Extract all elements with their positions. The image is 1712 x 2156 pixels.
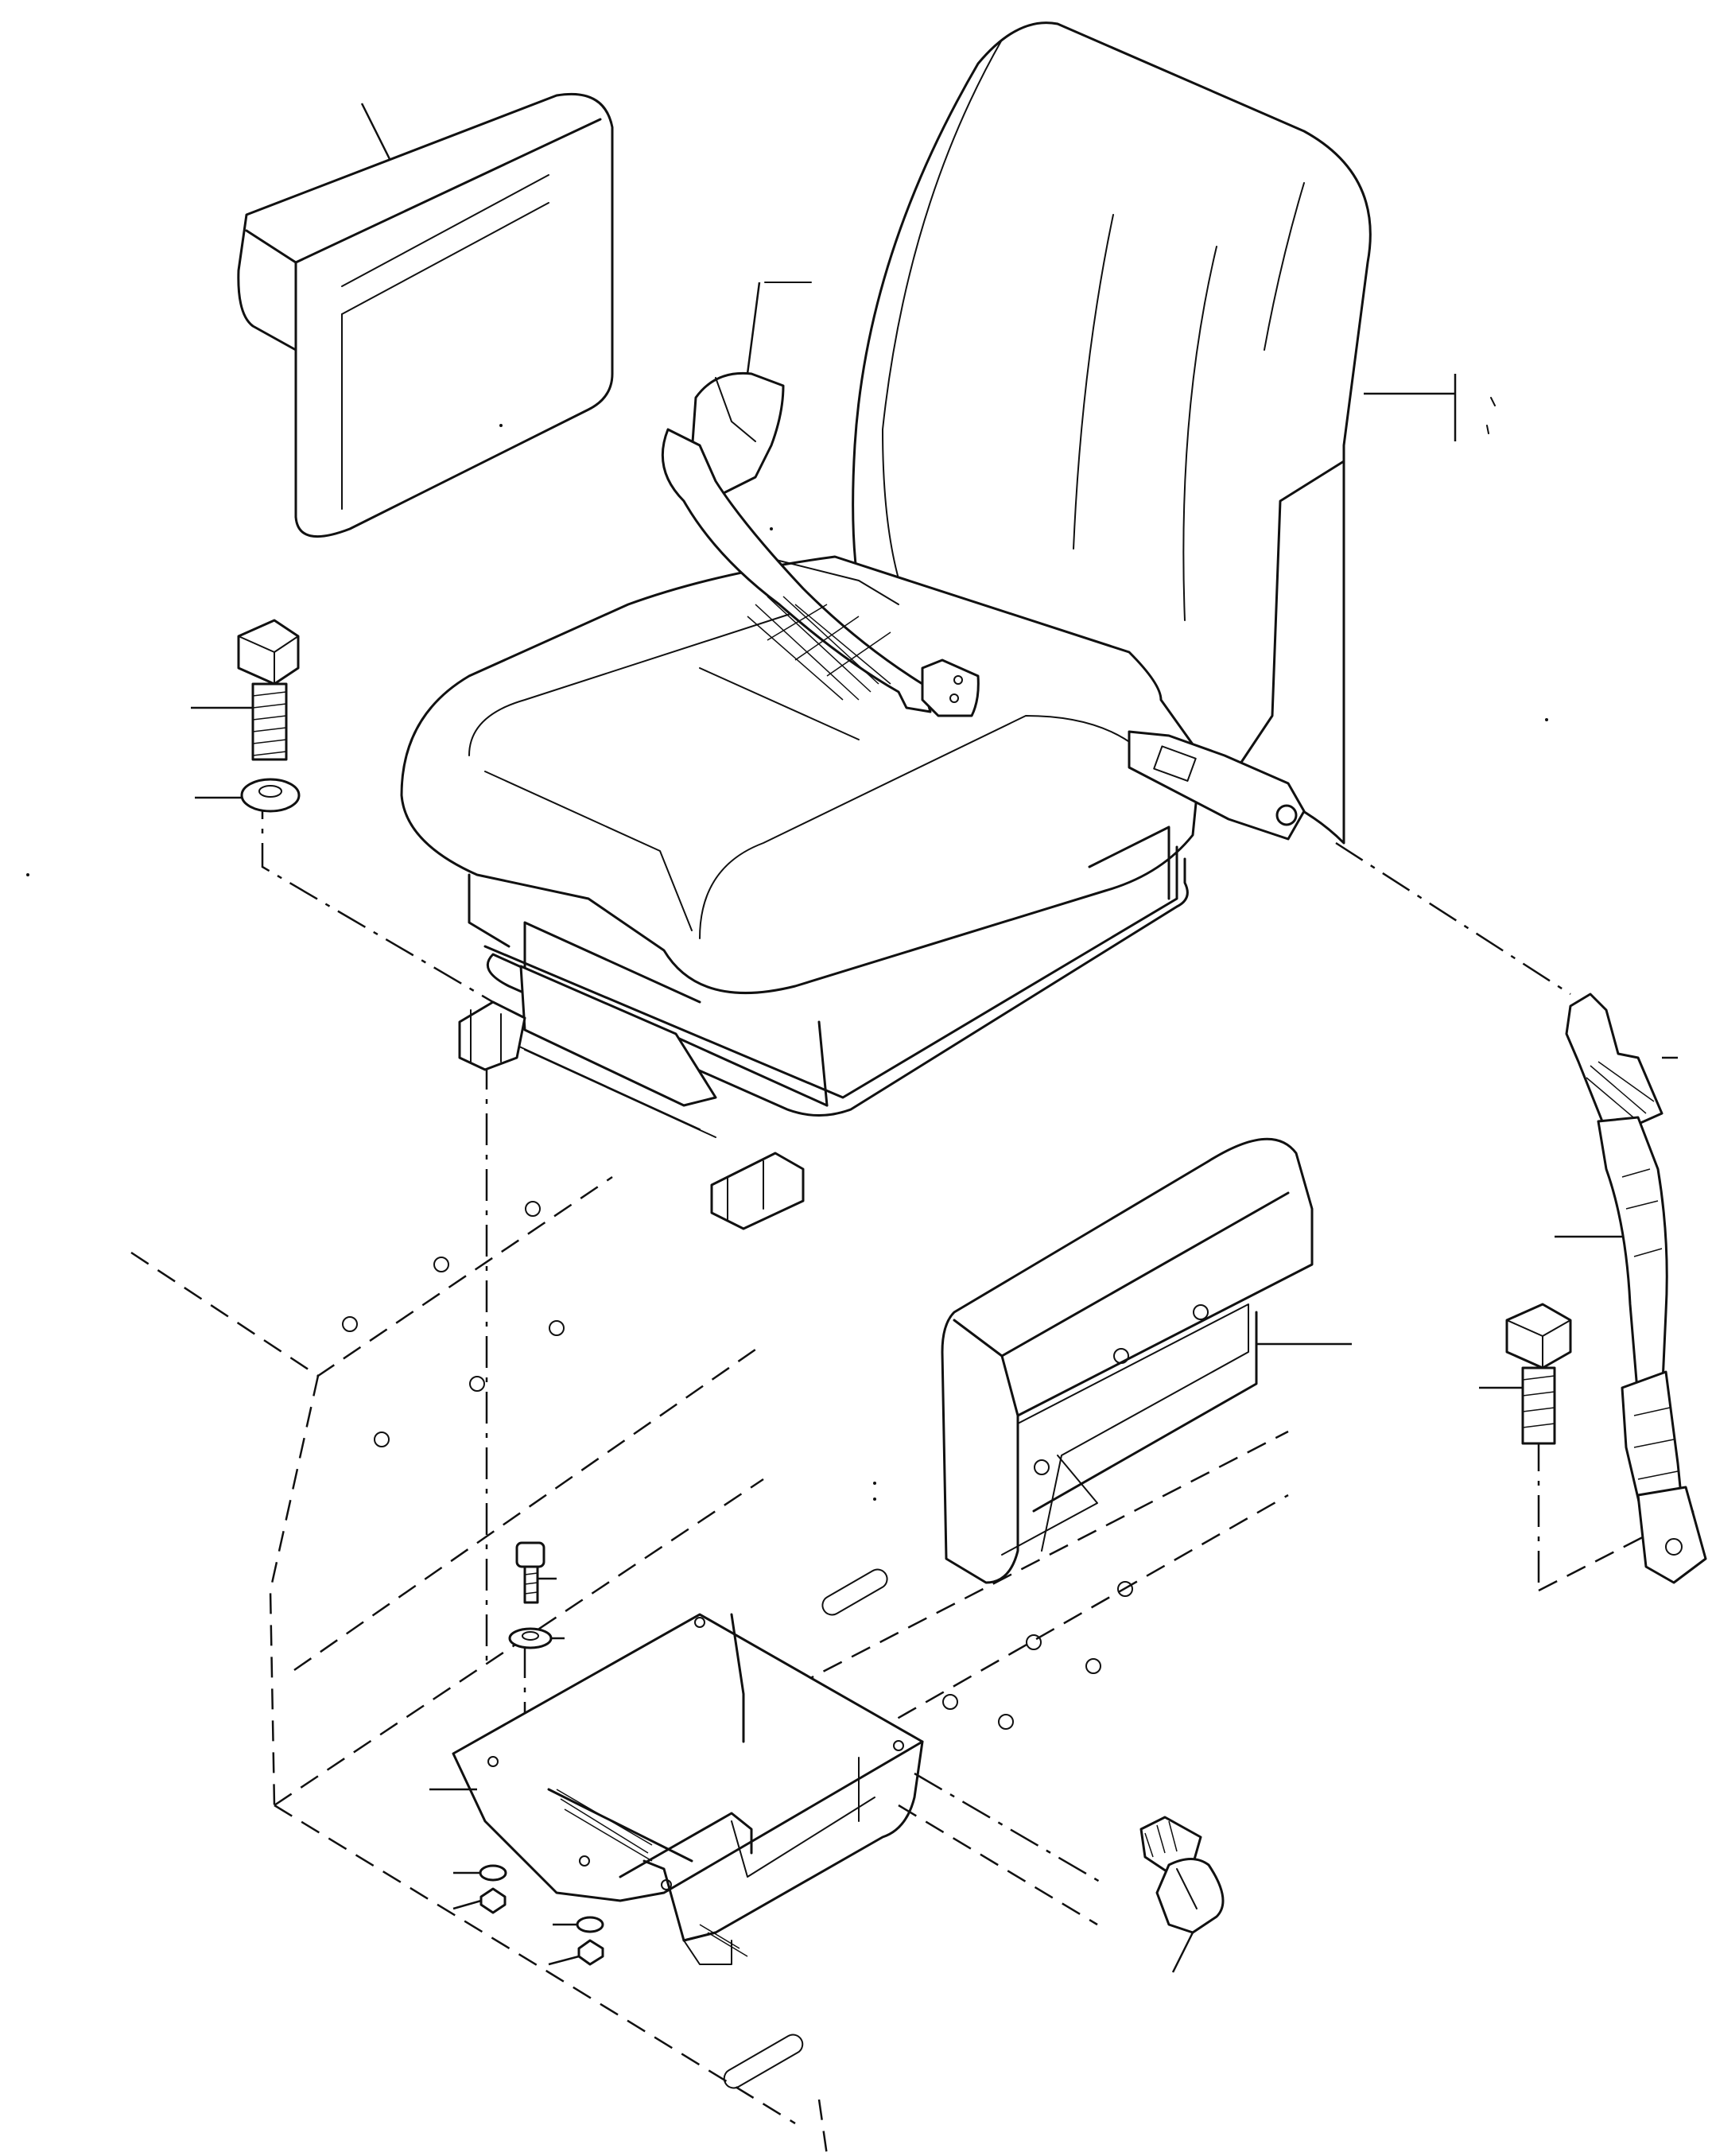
floor-holes	[342, 1201, 1133, 1730]
left-washer	[195, 778, 301, 813]
cab-floor-outline	[130, 1175, 1695, 2156]
bracket-washer	[508, 1627, 565, 1649]
floor-slots	[723, 1568, 888, 2089]
left-armrest	[237, 92, 614, 538]
seat-belt-strap	[1555, 993, 1707, 1584]
right-armrest	[941, 1137, 1352, 1584]
assembly-lines	[261, 787, 1571, 1886]
seat-belt-tongue	[1128, 730, 1306, 841]
seat-belt-buckle	[661, 282, 980, 717]
left-bolt	[191, 619, 300, 761]
scan-specks	[26, 424, 1548, 1501]
mounting-bolt	[1139, 1816, 1225, 1973]
seat-mounting-bracket	[429, 1613, 924, 1965]
right-rail-bracket	[710, 1152, 805, 1230]
bracket-bolt	[515, 1541, 557, 1604]
left-rail-bracket	[458, 1000, 526, 1071]
washers-and-nuts	[452, 1864, 604, 1966]
right-bolt	[1479, 1303, 1572, 1445]
